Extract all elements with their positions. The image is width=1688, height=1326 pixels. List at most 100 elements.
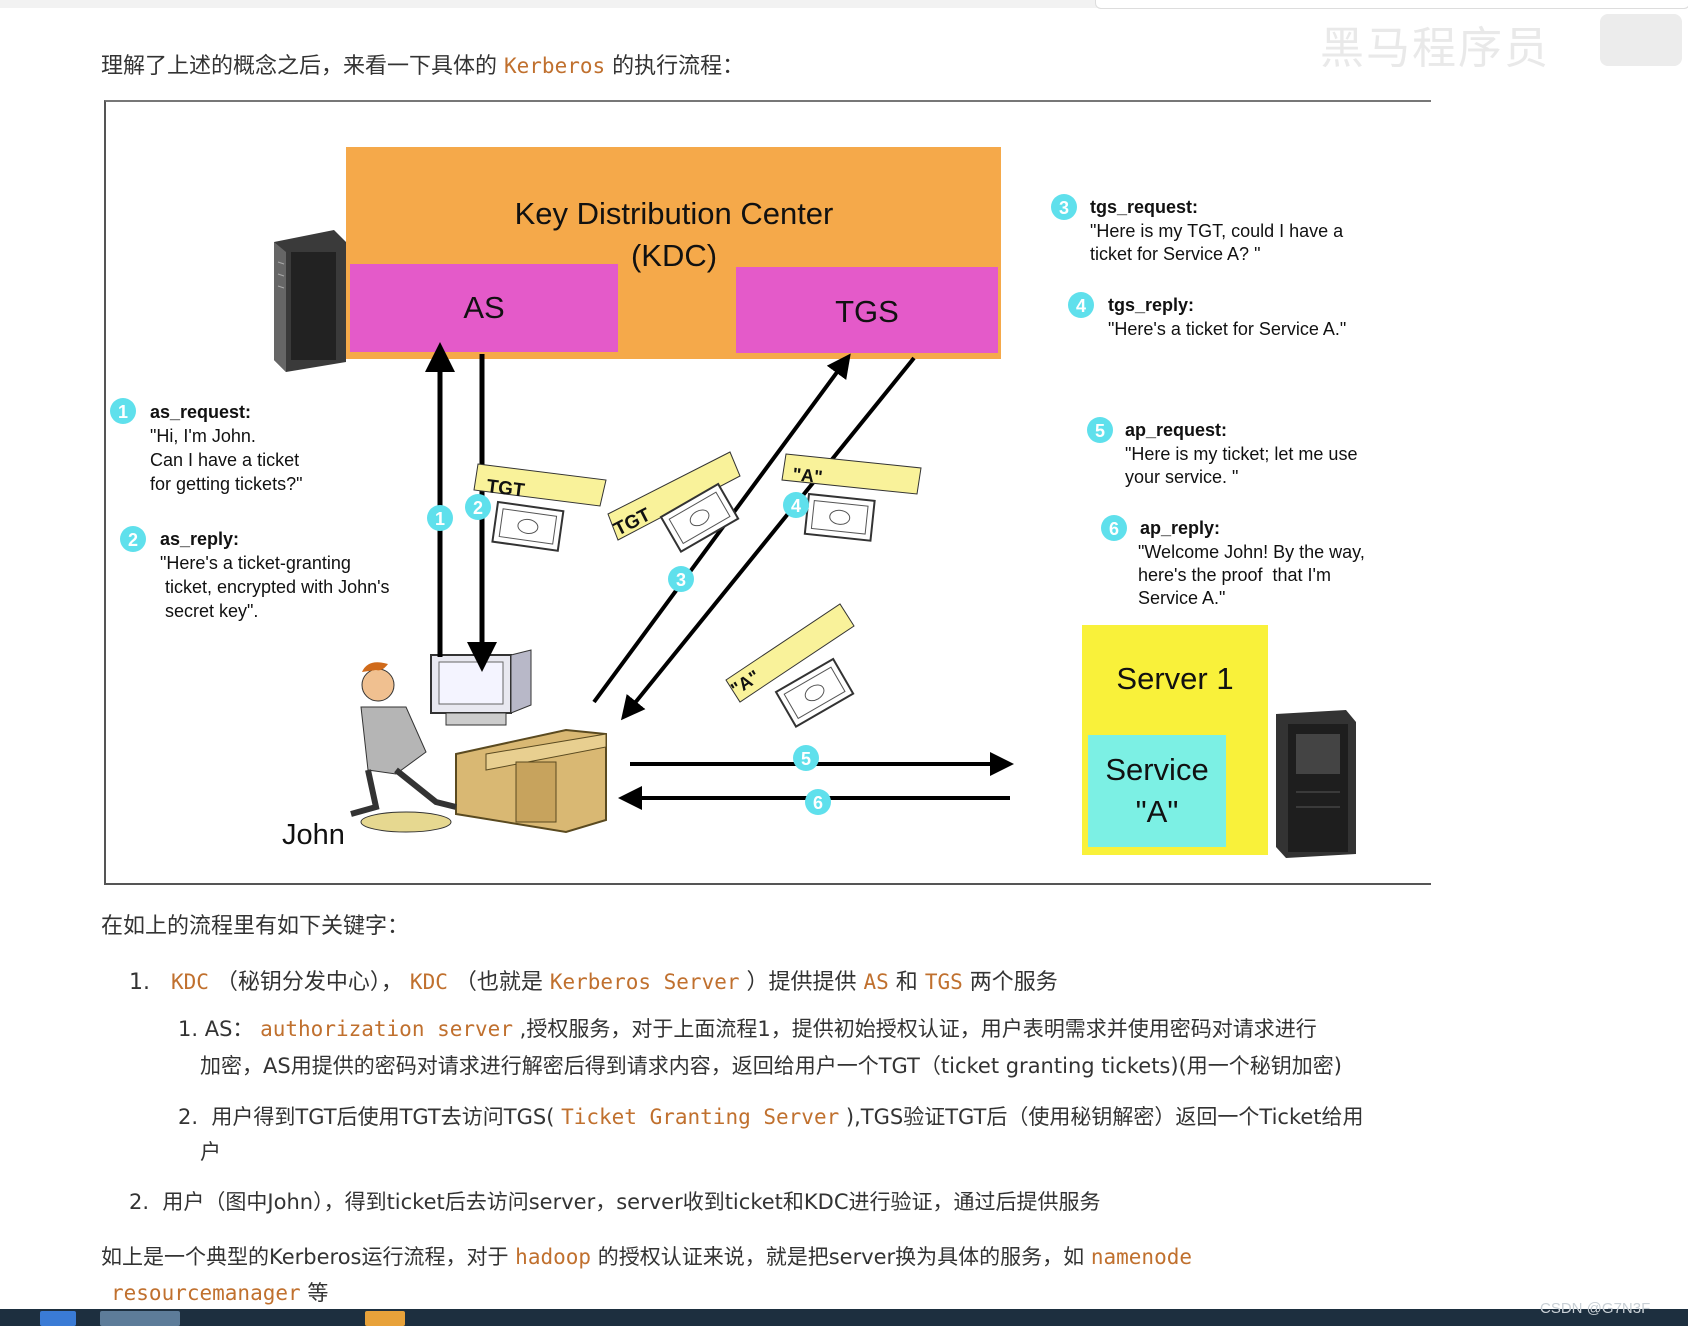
- service-a-box: [1088, 735, 1226, 847]
- svg-text:your service. ": your service. ": [1125, 467, 1238, 487]
- text: 的授权认证来说，就是把server换为具体的服务，如: [591, 1245, 1091, 1269]
- intro-text-end: 的执行流程：: [605, 54, 745, 79]
- kdc-title-line2: (KDC): [631, 238, 717, 273]
- svg-text:"Here is my TGT, could I have: "Here is my TGT, could I have a: [1090, 221, 1344, 241]
- svg-text:3: 3: [676, 570, 686, 590]
- code-hadoop: hadoop: [515, 1245, 592, 1269]
- kdc-server-tower-icon: [274, 230, 346, 372]
- code-kdc: KDC: [170, 970, 209, 994]
- text: （秘钥分发中心），: [208, 970, 410, 995]
- sub-item-2: 2. 用户得到TGT后使用TGT去访问TGS( Ticket Granting …: [178, 1101, 1364, 1131]
- code-authorization-server: authorization server: [260, 1017, 513, 1041]
- intro-code-kerberos: Kerberos: [504, 54, 606, 78]
- tgs-box: [736, 267, 998, 353]
- code-kdc-2: KDC: [409, 970, 448, 994]
- svg-text:1: 1: [118, 402, 128, 422]
- svg-text:for getting tickets?": for getting tickets?": [150, 474, 302, 494]
- server1-label: Server 1: [1116, 661, 1233, 696]
- svg-text:1: 1: [435, 509, 445, 529]
- flow-number-2: 2: [465, 494, 491, 520]
- svg-text:"Here's a ticket for Service A: "Here's a ticket for Service A.": [1108, 319, 1346, 339]
- keywords-heading: 在如上的流程里有如下关键字：: [101, 914, 410, 939]
- flow-number-6: 6: [805, 789, 831, 815]
- code-tgs: TGS: [924, 970, 963, 994]
- svg-text:tgs_reply:: tgs_reply:: [1108, 295, 1194, 315]
- svg-text:Service A.": Service A.": [1138, 588, 1225, 608]
- sub-item-2-line2: 户: [200, 1140, 221, 1164]
- taskbar-app-icon[interactable]: [40, 1311, 76, 1326]
- arrow-tgs-request: [592, 353, 851, 704]
- list-number: 1.: [129, 970, 150, 995]
- ticket-tgt-1: TGT: [473, 463, 607, 507]
- arrow-tgs-reply: [620, 356, 916, 721]
- kerberos-flow-diagram: Key Distribution Center (KDC) AS TGS Ser…: [104, 100, 1431, 885]
- taskbar-app-icon-2[interactable]: [365, 1311, 405, 1326]
- text: 用户得到TGT后使用TGT去访问TGS(: [211, 1105, 562, 1129]
- code-ticket-granting-server: Ticket Granting Server: [561, 1105, 840, 1129]
- search-box-edge[interactable]: [1095, 0, 1688, 9]
- svg-text:"Welcome John! By the way,: "Welcome John! By the way,: [1138, 542, 1365, 562]
- ticket-tgt-label-1: TGT: [485, 476, 526, 502]
- svg-text:6: 6: [813, 793, 823, 813]
- svg-text:3: 3: [1059, 198, 1069, 218]
- service-label-line1: Service: [1105, 752, 1208, 787]
- step-4-annotation: 4 tgs_reply: "Here's a ticket for Servic…: [1068, 292, 1346, 339]
- text: ,授权服务，对于上面流程1，提供初始授权认证，用户表明需求并使用密码对请求进行: [512, 1017, 1317, 1041]
- svg-text:ap_request:: ap_request:: [1125, 420, 1227, 440]
- flow-number-1: 1: [427, 505, 453, 531]
- step-2-annotation: 2 as_reply: "Here's a ticket-granting ti…: [120, 526, 390, 621]
- text: AS：: [204, 1017, 261, 1041]
- svg-text:as_request:: as_request:: [150, 402, 251, 422]
- summary-line2: resourcemanager 等: [111, 1277, 328, 1307]
- flow-number-3: 3: [668, 566, 694, 592]
- flow-number-5: 5: [793, 745, 819, 771]
- svg-text:Can I have a ticket: Can I have a ticket: [150, 450, 299, 470]
- ticket-a-1: "A": [781, 453, 922, 495]
- svg-text:tgs_request:: tgs_request:: [1090, 197, 1198, 217]
- svg-text:"Here's a ticket-granting: "Here's a ticket-granting: [160, 553, 351, 573]
- step-1-annotation: 1 as_request: "Hi, I'm John. Can I have …: [110, 398, 302, 494]
- summary-paragraph: 如上是一个典型的Kerberos运行流程，对于 hadoop 的授权认证来说，就…: [101, 1241, 1192, 1271]
- ticket-stack-icon-3: [659, 482, 740, 554]
- sub-item-1: 1. AS： authorization server ,授权服务，对于上面流程…: [178, 1013, 1317, 1043]
- list-number: 2.: [178, 1105, 199, 1129]
- step-5-annotation: 5 ap_request: "Here is my ticket; let me…: [1087, 417, 1357, 487]
- intro-text: 理解了上述的概念之后，来看一下具体的: [101, 54, 504, 79]
- ticket-stack-icon-2: [491, 500, 565, 552]
- service-label-line2: "A": [1136, 794, 1179, 829]
- text: （也就是: [447, 970, 550, 995]
- video-watermark: 黑马程序员: [1320, 23, 1550, 74]
- service-server-tower-icon: [1276, 710, 1356, 858]
- svg-text:4: 4: [1076, 296, 1086, 316]
- sub-item-1-line2: 加密，AS用提供的密码对请求进行解密后得到请求内容，返回给用户一个TGT（tic…: [200, 1054, 1342, 1078]
- text: 用户（图中John），得到ticket后去访问server，server收到ti…: [162, 1190, 1101, 1214]
- step-6-annotation: 6 ap_reply: "Welcome John! By the way, h…: [1101, 515, 1365, 608]
- svg-text:ap_reply:: ap_reply:: [1140, 518, 1220, 538]
- taskbar-folder-icon[interactable]: [100, 1311, 180, 1326]
- list-item-2: 2. 用户（图中John），得到ticket后去访问server，server收…: [129, 1186, 1100, 1216]
- text: 如上是一个典型的Kerberos运行流程，对于: [101, 1245, 516, 1269]
- list-number: 2.: [129, 1190, 150, 1214]
- code-as: AS: [863, 970, 889, 994]
- intro-paragraph: 理解了上述的概念之后，来看一下具体的 Kerberos 的执行流程：: [101, 48, 744, 80]
- as-label: AS: [463, 290, 504, 325]
- step-3-annotation: 3 tgs_request: "Here is my TGT, could I …: [1051, 194, 1344, 264]
- kdc-title-line1: Key Distribution Center: [515, 196, 834, 231]
- code-kerberos-server: Kerberos Server: [549, 970, 740, 994]
- code-namenode: namenode: [1090, 1245, 1193, 1269]
- as-box: [350, 264, 618, 352]
- john-desk-illustration: [350, 649, 607, 834]
- tgs-label: TGS: [835, 294, 899, 329]
- text: 和: [888, 970, 925, 995]
- svg-text:2: 2: [473, 498, 483, 518]
- code-resourcemanager: resourcemanager: [111, 1281, 301, 1305]
- watermark-logo-icon: [1600, 14, 1682, 66]
- ticket-stack-icon-5: [774, 657, 855, 729]
- svg-text:ticket, encrypted with John's: ticket, encrypted with John's: [160, 577, 390, 597]
- ticket-stack-icon-4: [803, 492, 876, 542]
- svg-text:6: 6: [1109, 519, 1119, 539]
- diagram-svg: Key Distribution Center (KDC) AS TGS Ser…: [110, 147, 1365, 858]
- svg-text:4: 4: [791, 496, 801, 516]
- svg-text:here's the proof that I'm: here's the proof that I'm: [1138, 565, 1331, 585]
- svg-text:secret key".: secret key".: [160, 601, 258, 621]
